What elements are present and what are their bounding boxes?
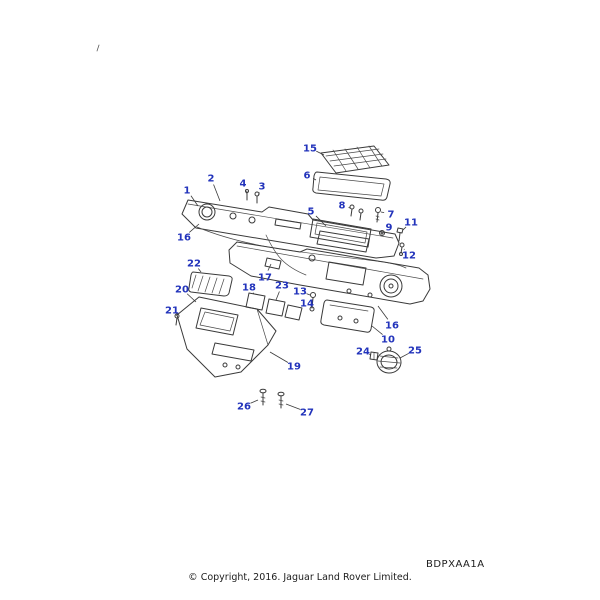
part-number-label-14: 14	[300, 299, 314, 310]
part-number-label-22: 22	[187, 259, 201, 270]
part-number-label-15: 15	[303, 144, 317, 155]
screw-part-7	[375, 207, 381, 223]
part-number-label-27: 27	[300, 408, 314, 419]
leader-line-22	[197, 268, 202, 273]
leader-line-6	[312, 178, 317, 181]
part-number-label-3: 3	[259, 182, 266, 193]
part-number-label-16: 16	[177, 233, 191, 244]
part-number-label-11: 11	[404, 218, 418, 229]
lower-fascia-panel	[228, 241, 431, 305]
part-number-label-25: 25	[408, 346, 422, 357]
plate-part-10	[320, 299, 375, 333]
leader-line-10	[371, 325, 383, 335]
leader-line-8	[348, 207, 351, 209]
part-number-label-16: 16	[385, 321, 399, 332]
leader-line-25	[399, 352, 410, 359]
leader-line-26	[250, 399, 259, 404]
part-number-label-9: 9	[386, 223, 393, 234]
leader-line-16	[189, 223, 200, 233]
pad-part-22	[188, 271, 233, 297]
surround-frame-part-5	[309, 218, 372, 248]
screw-part-21	[174, 313, 180, 326]
part-number-label-4: 4	[240, 179, 247, 190]
screws-part-8	[349, 204, 364, 221]
part-number-label-17: 17	[258, 273, 272, 284]
leader-line-11	[402, 226, 407, 231]
leader-line-16	[377, 305, 389, 320]
part-number-label-5: 5	[308, 207, 315, 218]
leader-line-7	[380, 211, 385, 214]
leader-line-17	[267, 263, 272, 271]
part-number-label-8: 8	[339, 201, 346, 212]
leader-line-27	[285, 403, 301, 410]
leader-line-13	[306, 293, 311, 296]
part-number-label-21: 21	[165, 306, 179, 317]
part-number-label-6: 6	[304, 171, 311, 182]
fastener-part-12	[399, 242, 405, 256]
leader-line-5	[315, 215, 327, 227]
leader-line-24	[369, 353, 372, 356]
leader-line-14	[310, 305, 313, 308]
part-number-label-26: 26	[237, 402, 251, 413]
bracket-part-17	[264, 257, 282, 270]
leader-line-2	[213, 184, 221, 202]
part-number-label-19: 19	[287, 362, 301, 373]
part-number-label-7: 7	[388, 210, 395, 221]
vent-grille-part	[320, 145, 390, 174]
vent-housing-part	[312, 171, 391, 201]
copyright-text: © Copyright, 2016. Jaguar Land Rover Lim…	[188, 572, 412, 583]
upper-fascia-panel	[181, 199, 400, 259]
leader-line-23	[275, 291, 280, 301]
leader-line-1	[190, 195, 199, 207]
stray-mark	[96, 44, 100, 52]
diagram-code: BDPXAA1A	[426, 559, 485, 570]
part-number-label-20: 20	[175, 285, 189, 296]
blanking-pads-18-23	[245, 292, 303, 321]
part-number-label-13: 13	[293, 287, 307, 298]
part-number-label-1: 1	[184, 186, 191, 197]
centre-console-part	[176, 296, 277, 378]
part-number-label-24: 24	[356, 347, 370, 358]
speaker-part-25	[376, 346, 402, 374]
bolt-part-11	[396, 227, 404, 242]
callout-labels-layer: 1234567891011121314151616171819202122232…	[165, 144, 422, 419]
clip-part-24	[369, 351, 379, 361]
studs-part-3-4	[245, 189, 260, 204]
leader-line-15	[316, 150, 325, 156]
part-number-label-2: 2	[208, 174, 215, 185]
leader-line-12	[403, 248, 405, 250]
part-number-label-23: 23	[275, 281, 289, 292]
part-number-label-10: 10	[381, 335, 395, 346]
leader-line-4	[245, 189, 248, 195]
leader-line-20	[186, 293, 197, 303]
leader-line-18	[252, 292, 255, 295]
leader-line-3	[257, 192, 260, 197]
part-number-label-12: 12	[402, 251, 416, 262]
part-number-label-18: 18	[242, 283, 256, 294]
leader-line-19	[269, 351, 289, 363]
screws-26-27	[259, 388, 285, 409]
